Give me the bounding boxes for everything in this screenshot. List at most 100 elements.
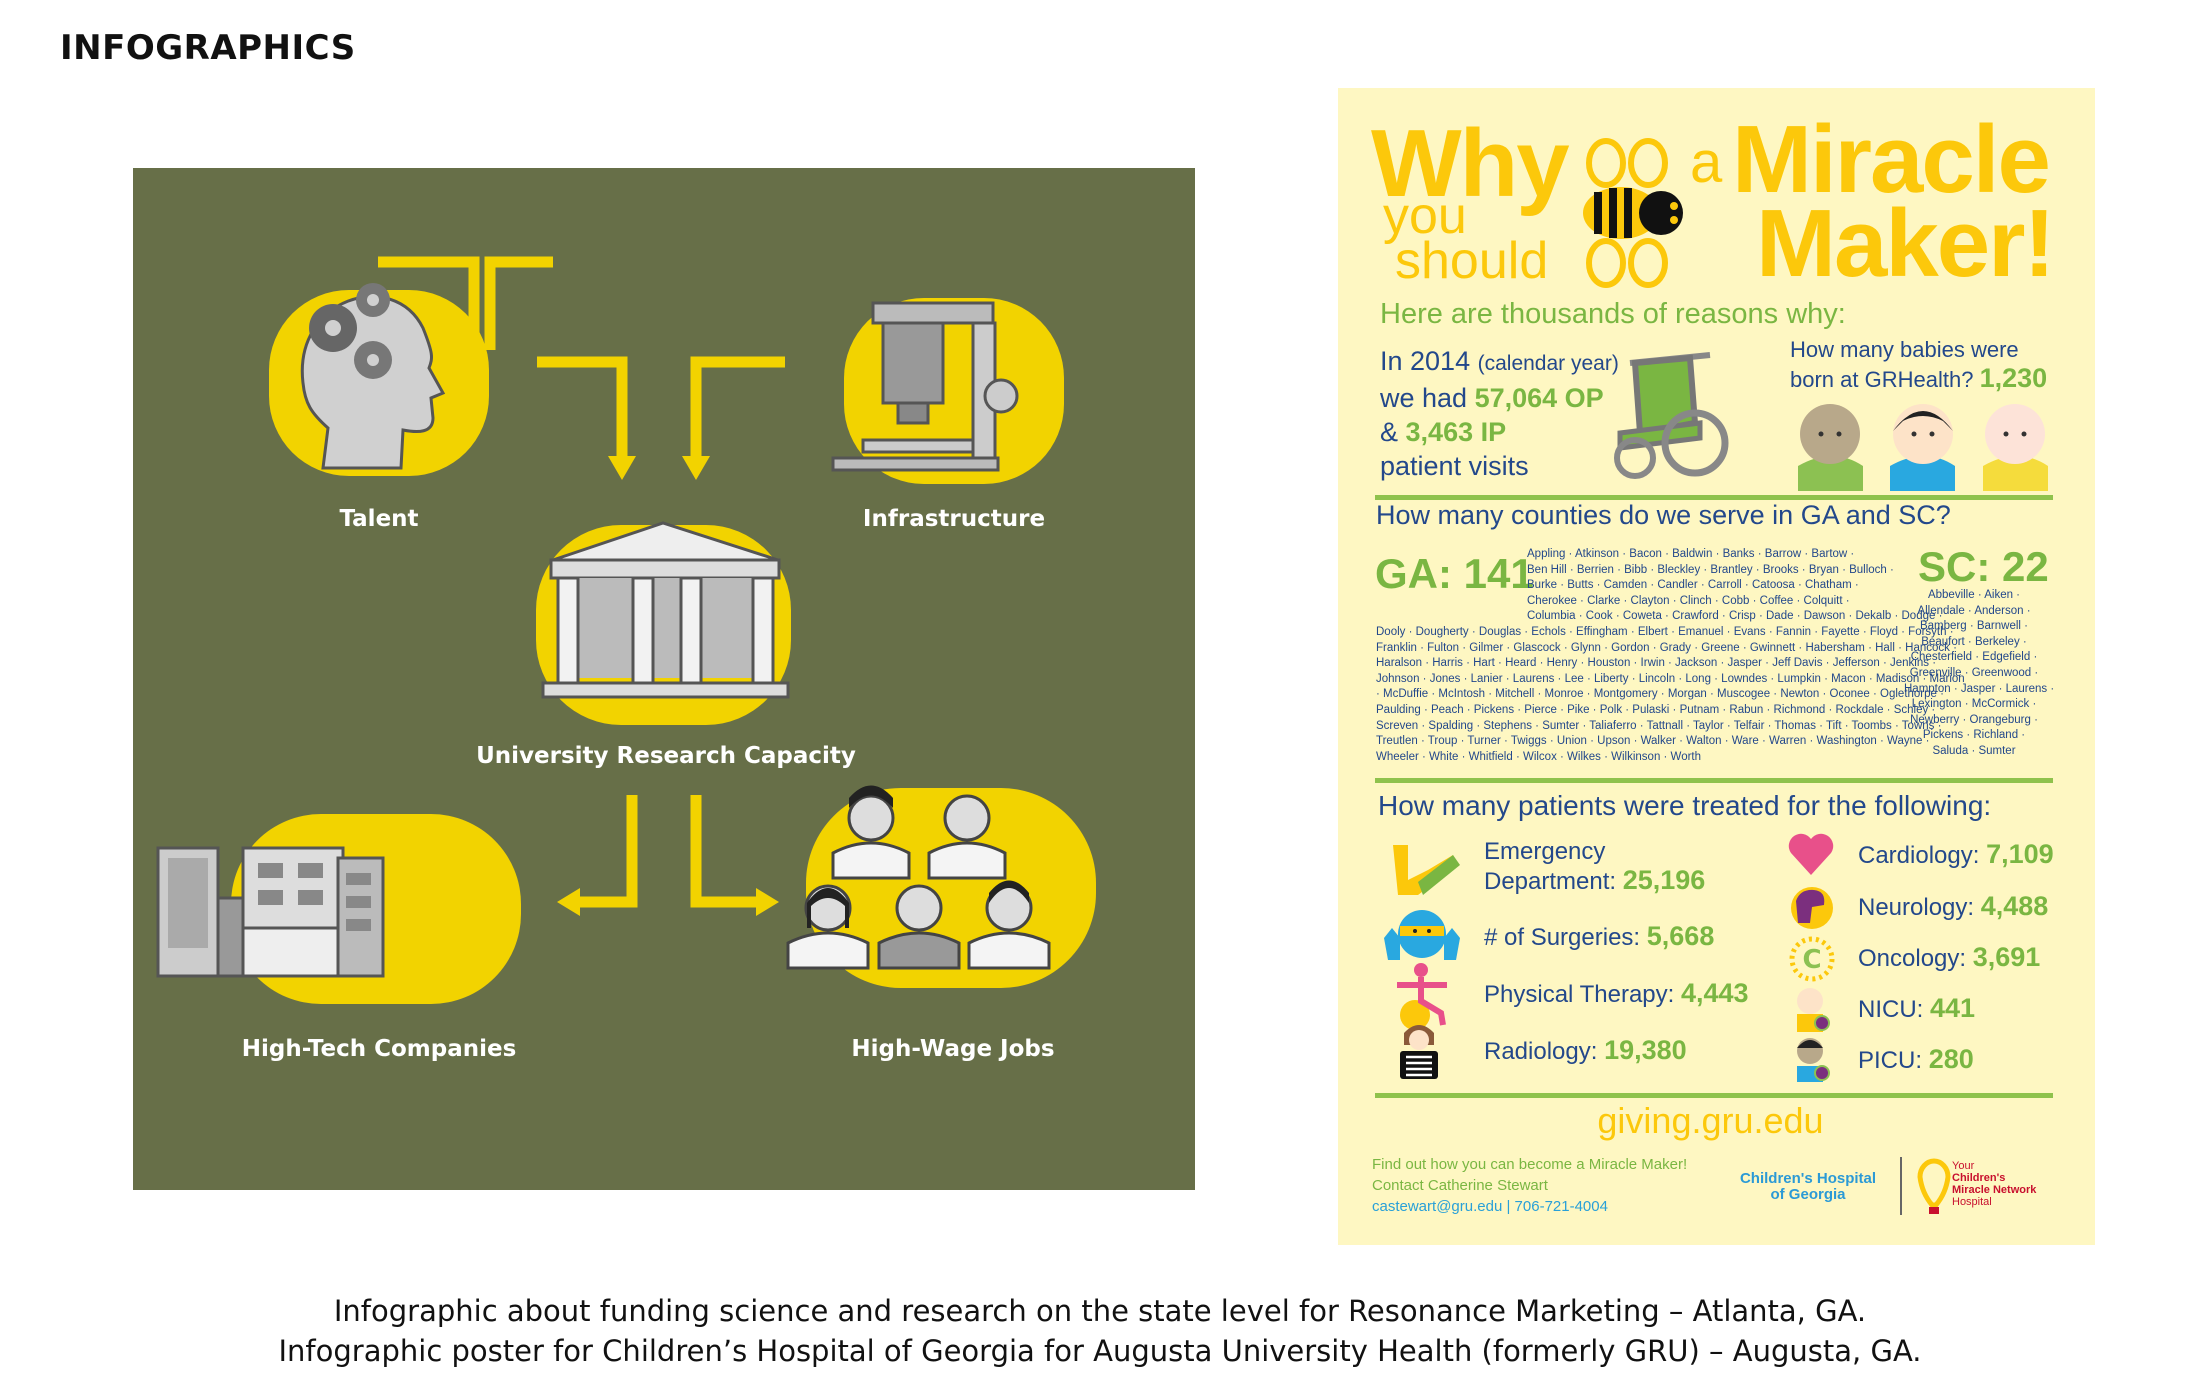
sc-county-line: Lexington · McCormick ·	[1911, 698, 2037, 711]
sc-county-line: Allendale · Anderson ·	[1917, 604, 2031, 617]
label-talent: Talent	[339, 506, 418, 532]
xray-icon	[1400, 1025, 1438, 1079]
title-you: you	[1383, 187, 1467, 245]
treated-label: Oncology:	[1858, 945, 1967, 972]
contact-cta: Find out how you can become a Miracle Ma…	[1372, 1156, 1688, 1173]
treated-radiology: Radiology: 19,380	[1484, 1036, 1687, 1066]
logo-line: Children's Hospital	[1739, 1170, 1877, 1187]
contact-phone[interactable]: 706-721-4004	[1514, 1198, 1608, 1215]
title-should: should	[1395, 232, 1549, 290]
website-link[interactable]: giving.gru.edu	[1597, 1100, 1824, 1141]
ga-county-line: Appling · Atkinson · Bacon · Baldwin · B…	[1527, 548, 1855, 560]
sc-county-line: Bamberg · Barnwell ·	[1919, 620, 2028, 633]
head-gears-icon	[300, 283, 446, 470]
treated-value: 19,380	[1604, 1035, 1687, 1065]
workers-icon	[786, 785, 1051, 970]
treated-emergency: Emergency Department: 25,196	[1484, 838, 1705, 896]
miracle-maker-poster: Why you should a Miracle Maker! Here are…	[1338, 88, 2095, 1245]
scanner-icon	[831, 301, 1019, 472]
sc-county-line: Beaufort · Berkeley ·	[1921, 635, 2027, 648]
sc-county-line: Hampton · Jasper · Laurens ·	[1904, 682, 2055, 695]
label-infrastructure: Infrastructure	[863, 506, 1045, 532]
ga-county-line: Haralson · Harris · Hart · Heard · Henry…	[1376, 657, 1937, 670]
ga-county-line: Columbia · Cook · Coweta · Crawford · Cr…	[1527, 610, 1943, 623]
visits-and: &	[1380, 417, 1399, 447]
treated-cardiology: Cardiology: 7,109	[1858, 840, 2054, 870]
ga-county-line: Screven · Spalding · Stephens · Sumter ·…	[1376, 719, 1942, 732]
treated-label: Physical Therapy:	[1484, 981, 1675, 1008]
ga-county-line: Franklin · Fulton · Gilmer · Glascock · …	[1376, 641, 1957, 654]
treated-label: Neurology:	[1858, 894, 1975, 921]
visits-text: In 2014 (calendar year) we had 57,064 OP…	[1380, 344, 1619, 483]
title-a: a	[1690, 130, 1723, 195]
logo-divider	[1900, 1157, 1902, 1215]
visits-year: In 2014	[1380, 346, 1471, 376]
treated-value: 280	[1928, 1044, 1974, 1074]
treated-label: Cardiology:	[1858, 842, 1980, 869]
sc-county-line: Abbeville · Aiken ·	[1927, 589, 2021, 601]
sc-county-line: Saluda · Sumter	[1932, 744, 2016, 757]
treated-value: 4,488	[1980, 891, 2049, 921]
treated-oncology: Oncology: 3,691	[1858, 943, 2040, 973]
logo-line: of Georgia	[1770, 1186, 1846, 1203]
treated-value: 5,668	[1646, 921, 1715, 951]
label-high-wage: High-Wage Jobs	[851, 1036, 1054, 1062]
treated-physical-therapy: Physical Therapy: 4,443	[1484, 979, 1749, 1009]
sc-county-line: Pickens · Richland ·	[1922, 729, 2026, 742]
visits-year-note: (calendar year)	[1477, 352, 1619, 375]
babies-icon	[1798, 404, 2048, 491]
divider	[1375, 1093, 2053, 1098]
treated-label: PICU:	[1858, 1047, 1923, 1074]
counties-question: How many counties do we serve in GA and …	[1376, 500, 1951, 530]
logo-line: Hospital	[1952, 1196, 1992, 1208]
babies-count: 1,230	[1979, 363, 2048, 393]
svg-text:C: C	[1802, 945, 1821, 975]
ga-county-line: Cherokee · Clarke · Clayton · Clinch · C…	[1527, 594, 1850, 607]
cmn-balloon-icon	[1917, 1158, 1951, 1214]
logo-line: Miracle Network	[1952, 1184, 2037, 1196]
sc-county-line: Newberry · Orangeburg ·	[1910, 713, 2038, 726]
arm-cast-icon	[1393, 845, 1460, 895]
contact-name: Contact Catherine Stewart	[1372, 1177, 1548, 1194]
arrow-talent-to-university	[378, 256, 480, 350]
university-building-icon	[541, 521, 790, 699]
treated-value: 25,196	[1622, 865, 1706, 895]
caption-research: Infographic about funding science and re…	[333, 1294, 1867, 1328]
babies-text: How many babies were born at GRHealth? 1…	[1790, 336, 2047, 394]
baby-icon	[1797, 988, 1830, 1032]
op-visits: 57,064 OP	[1474, 383, 1604, 413]
treated-surgeries: # of Surgeries: 5,668	[1484, 922, 1714, 952]
page-heading: INFOGRAPHICS	[60, 28, 356, 68]
office-buildings-icon	[156, 846, 385, 978]
treated-question: How many patients were treated for the f…	[1378, 790, 1992, 821]
childrens-hospital-logo: Children's Hospital of Georgia	[1733, 1171, 1883, 1203]
ga-county-line: Ben Hill · Berrien · Bibb · Bleckley · B…	[1527, 563, 1894, 576]
visits-label: patient visits	[1380, 451, 1529, 481]
research-infographic: Talent Infrastructure University Researc…	[133, 168, 1195, 1190]
treated-neurology: Neurology: 4,488	[1858, 892, 2048, 922]
divider	[1375, 495, 2053, 500]
ga-county-line: Burke · Butts · Camden · Candler · Carro…	[1527, 579, 1859, 592]
contact-email[interactable]: castewart@gru.edu	[1372, 1198, 1503, 1215]
ga-county-line: Wheeler · White · Whitfield · Wilcox · W…	[1376, 750, 1702, 763]
brain-icon	[1791, 887, 1833, 929]
visits-we-had: we had	[1380, 383, 1468, 413]
surgeon-icon	[1384, 910, 1460, 960]
contact-block: Find out how you can become a Miracle Ma…	[1372, 1154, 1687, 1217]
label-high-tech: High-Tech Companies	[242, 1036, 517, 1062]
wheelchair-icon	[1614, 352, 1729, 479]
arrowheads	[557, 456, 779, 916]
sc-county-line: Chesterfield · Edgefield ·	[1910, 651, 2038, 664]
ip-visits: 3,463 IP	[1405, 417, 1507, 447]
flow-arrows	[378, 256, 553, 350]
title-why: Why	[1371, 110, 1570, 217]
title-maker: Maker!	[1756, 190, 2055, 297]
babies-question-2: born at GRHealth?	[1790, 367, 1974, 392]
treated-label: Department:	[1484, 868, 1617, 895]
sun-c-icon: C	[1789, 936, 1835, 982]
child-icon	[1797, 1038, 1830, 1082]
babies-question-1: How many babies were	[1790, 337, 2019, 362]
treated-label: Radiology:	[1484, 1038, 1598, 1065]
bee-icon	[1583, 138, 1683, 288]
sc-count: SC: 22	[1918, 543, 2049, 590]
